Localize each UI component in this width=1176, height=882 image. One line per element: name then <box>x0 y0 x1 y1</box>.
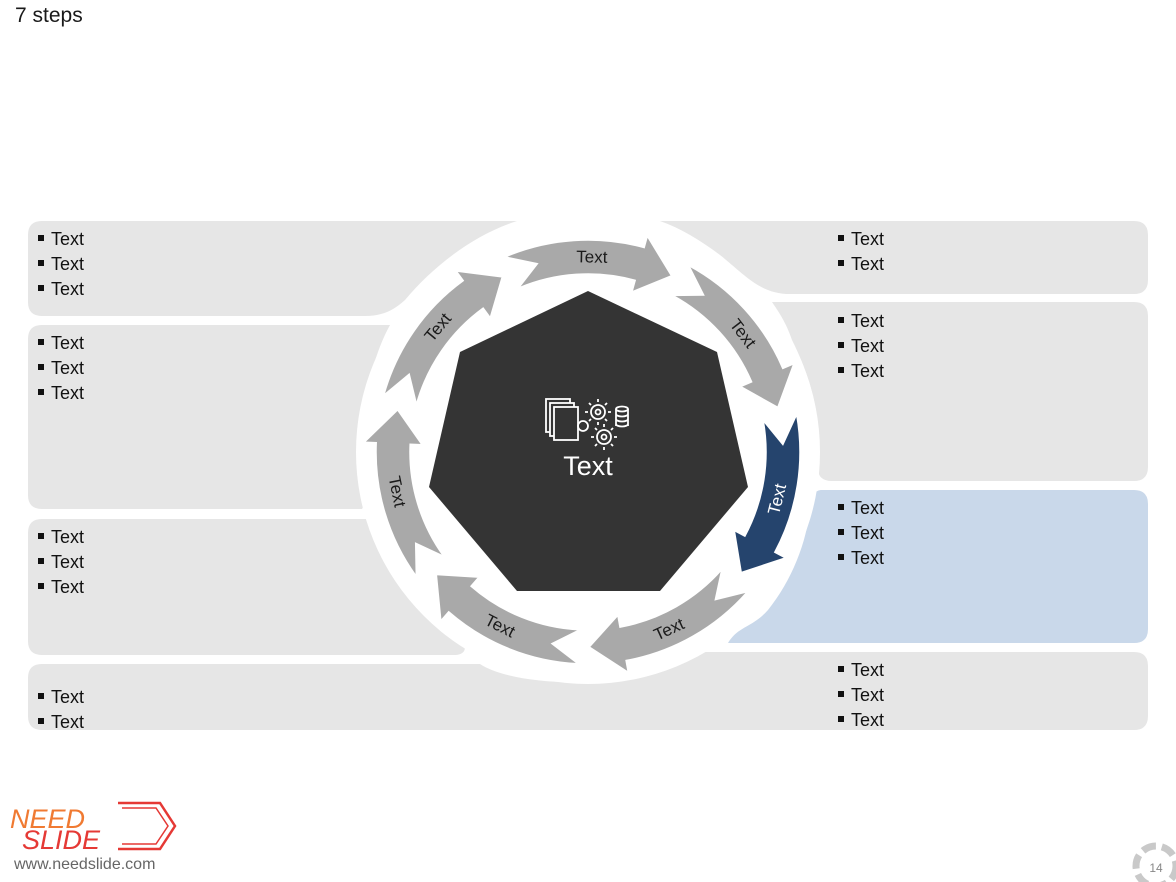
bullet-item: Text <box>838 683 884 708</box>
panel-top-right[interactable] <box>660 221 1148 294</box>
page-number: 14 <box>1149 861 1163 875</box>
step-arrow-6[interactable] <box>435 573 583 665</box>
bullet-item: Text <box>838 546 884 571</box>
bullet-item: Text <box>838 334 884 359</box>
step-arrow-1[interactable] <box>382 269 504 408</box>
logo-text-line1: NEED <box>10 804 85 834</box>
panel-mid-upper-left[interactable] <box>28 325 390 509</box>
center-heptagon <box>429 291 748 591</box>
page-title: 7 steps <box>15 4 83 27</box>
page-number-badge-icon <box>1132 842 1176 882</box>
step-arrow-4[interactable] <box>733 411 801 574</box>
step-arrow-2[interactable] <box>502 234 673 294</box>
bullet-item: Text <box>38 331 84 356</box>
bullet-item: Text <box>38 381 84 406</box>
bullet-item: Text <box>838 658 884 683</box>
step-arrow-5[interactable] <box>588 566 750 674</box>
bullet-item: Text <box>38 252 84 277</box>
bullet-item: Text <box>38 710 84 735</box>
needslide-logo: NEED SLIDE <box>10 801 177 855</box>
bullet-item: Text <box>838 708 884 733</box>
bullet-item: Text <box>838 521 884 546</box>
bullet-item: Text <box>838 227 884 252</box>
bullet-item: Text <box>38 550 84 575</box>
bullet-item: Text <box>38 277 84 302</box>
panel-right-upper[interactable] <box>772 302 1148 481</box>
bullet-item: Text <box>838 496 884 521</box>
step-label-2: Text <box>576 247 608 267</box>
bullet-item: Text <box>838 309 884 334</box>
panel-mid-lower-left[interactable] <box>28 519 465 655</box>
step-arrow-3[interactable] <box>669 263 796 409</box>
bullet-item: Text <box>38 685 84 710</box>
panel-top-left[interactable] <box>28 221 517 316</box>
bullet-item: Text <box>38 227 84 252</box>
step-arrow-7[interactable] <box>362 408 447 579</box>
bullet-item: Text <box>838 359 884 384</box>
bullet-item: Text <box>38 525 84 550</box>
bullet-item: Text <box>838 252 884 277</box>
bullet-item: Text <box>38 356 84 381</box>
gears-documents-coins-icon <box>545 398 629 450</box>
center-label: Text <box>563 451 613 481</box>
bullet-item: Text <box>38 575 84 600</box>
panel-right-active[interactable] <box>728 490 1148 643</box>
website-url[interactable]: www.needslide.com <box>14 856 156 873</box>
logo-text-line2: SLIDE <box>22 825 101 855</box>
